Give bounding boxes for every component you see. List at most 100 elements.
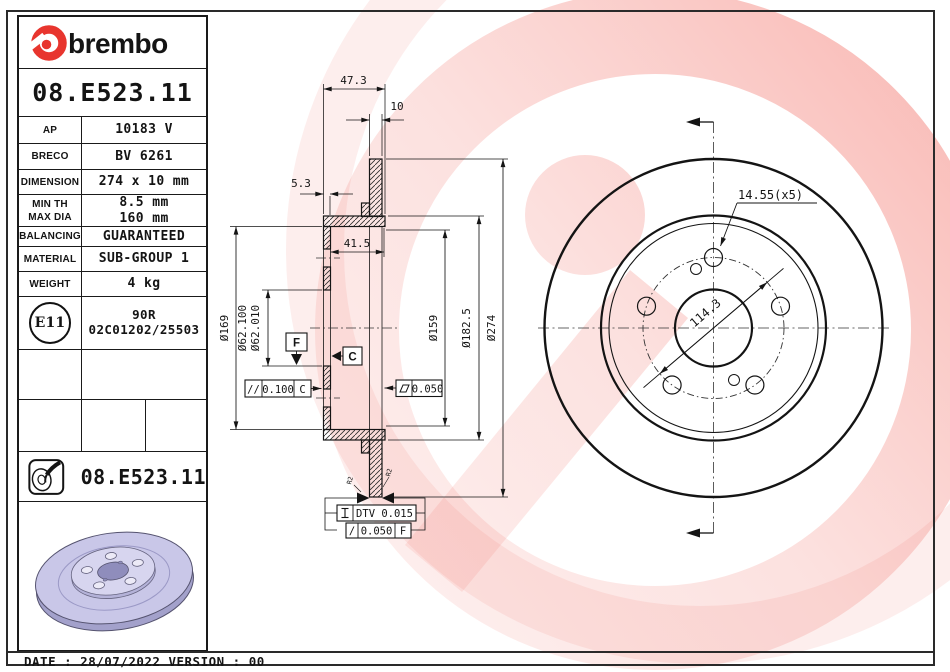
flatness-symbol-icon [399,384,410,393]
bolt-holes [636,247,791,395]
section-view: 47.3 10 5.3 41.5 Ø169 Ø62.100 Ø62.010 Ø1… [218,74,508,539]
spec-row-material: MATERIAL SUB-GROUP 1 [19,247,206,272]
center-bore [97,561,129,581]
screw-hole-3d [118,560,123,565]
dim-hat-od: Ø169 [218,315,231,342]
section-arrow-bottom [686,528,714,538]
spec-value: 10183 V [115,122,173,138]
title-block-panel: brembo 08.E523.11 AP 10183 V BRECO BV 62… [17,15,208,651]
roughness-right: R2 [384,468,394,478]
watermark-ring [315,0,950,670]
empty-cell [19,400,82,451]
extension-lines [230,84,508,498]
datum-f-triangle [291,354,302,365]
date-version-line: DATE : 28/07/2022 VERSION : 00 [24,654,265,669]
min-th-label: MIN TH [32,198,68,210]
watermark-b-stem [405,270,688,592]
brand-row: brembo [19,17,206,69]
band-bottom [368,439,383,498]
spec-row-dimension: DIMENSION 274 x 10 mm [19,170,206,195]
sheet-footer-divider [6,651,935,653]
e-mark-text: E11 [34,314,66,331]
empty-row-2 [19,400,206,452]
brand-wordmark: brembo [68,28,168,59]
datum-f: F [285,332,308,365]
dim-hat-depth: 41.5 [344,237,371,250]
brembo-watermark [286,0,950,670]
empty-cell [19,350,82,399]
hat-brim-top [322,215,386,228]
hat-edge-circle [608,222,819,434]
parallelism-datum: C [299,384,305,396]
bolt-hole-callout: 14.55(x5) [720,188,817,247]
datum-c-label: C [348,352,356,364]
spec-label: AP [19,117,82,143]
spec-label: BRECO [19,144,82,169]
dimension-labels: 47.3 10 5.3 41.5 Ø169 Ø62.100 Ø62.010 Ø1… [218,74,498,351]
homologation-number-cell: 90R 02C01202/25503 [82,297,206,349]
spec-row-balancing: BALANCING GUARANTEED [19,227,206,247]
footer-part-number: 08.E523.11 [80,464,206,489]
spec-label: BALANCING [19,227,82,246]
footer-part-number-row: 08.E523.11 [19,452,206,502]
dim-bore-max: Ø62.100 [236,305,249,351]
disc-outer-circle [543,157,884,499]
runout-datum: F [400,526,406,538]
bolt-circle [642,257,785,399]
approval-line2: 02C01202/25503 [88,322,200,337]
screw-hole-3d [102,578,108,582]
flatness-value: 0.050 [412,384,444,396]
section-arrow-top [686,117,714,127]
band-inner-edge [57,545,171,611]
spec-value: BV 6261 [115,148,173,164]
approval-line1: 90R [132,307,156,323]
e-mark-circle: E11 [29,302,71,344]
dtv-value: DTV 0.015 [356,508,413,520]
dimension-lines [233,86,506,497]
spec-row-ap: AP 10183 V [19,117,206,144]
dim-flange-thickness: 5.3 [291,177,311,190]
spec-value: 274 x 10 mm [98,174,190,190]
brake-disc-wheel-icon [28,458,65,495]
sheet-border [6,10,935,666]
runout-symbol: / [349,526,355,538]
dim-total-width: 47.3 [340,74,367,87]
parallelism-frame: // 0.100 C [244,379,322,398]
empty-row-divider [145,400,146,451]
max-dia-label: MAX DIA [28,211,72,223]
dim-inner-dia: Ø159 [427,315,440,342]
bolt-hole-dia-label: 14.55(x5) [738,188,803,202]
parallelism-value: 0.100 [262,384,294,396]
spec-row-breco: BRECO BV 6261 [19,144,206,170]
front-view: 14.55(x5) 114.3 [538,117,889,538]
spec-row-weight: WEIGHT 4 kg [19,272,206,297]
watermark-b-bowl [525,155,645,275]
watermark-outer-swirl [286,0,950,664]
section-centerlines [310,257,397,399]
leader-triangle-right [382,492,394,504]
spec-value: 8.5 mm 160 mm [82,195,206,226]
datum-f-label: F [293,338,300,350]
part-number: 08.E523.11 [32,78,193,107]
empty-cell [82,350,206,399]
dim-bore-min: Ø62.010 [249,305,262,351]
bolt-holes-3d [80,552,144,590]
empty-cell [82,400,206,451]
parallelism-symbol: // [247,384,260,396]
flatness-frame: 0.050 [384,379,444,398]
dim-band-thickness: 10 [390,100,403,113]
disc-photo-cell [19,502,206,650]
dtv-runout-block: DTV 0.015 / 0.050 F [324,492,426,539]
spec-label: DIMENSION [19,170,82,194]
spec-row-minth-maxdia: MIN TH MAX DIA 8.5 mm 160 mm [19,195,206,227]
max-dia-value: 160 mm [119,210,169,226]
datum-c-triangle [331,351,341,361]
spec-value: SUB-GROUP 1 [98,251,190,267]
hat-brim-bottom [322,428,386,441]
spec-value: 4 kg [127,276,161,292]
empty-row-1 [19,350,206,400]
dim-band-inner-dia: Ø182.5 [460,308,473,348]
roughness-labels: R2 R2 [345,468,394,493]
brembo-logo: brembo [29,24,169,61]
part-number-row: 08.E523.11 [19,69,206,117]
